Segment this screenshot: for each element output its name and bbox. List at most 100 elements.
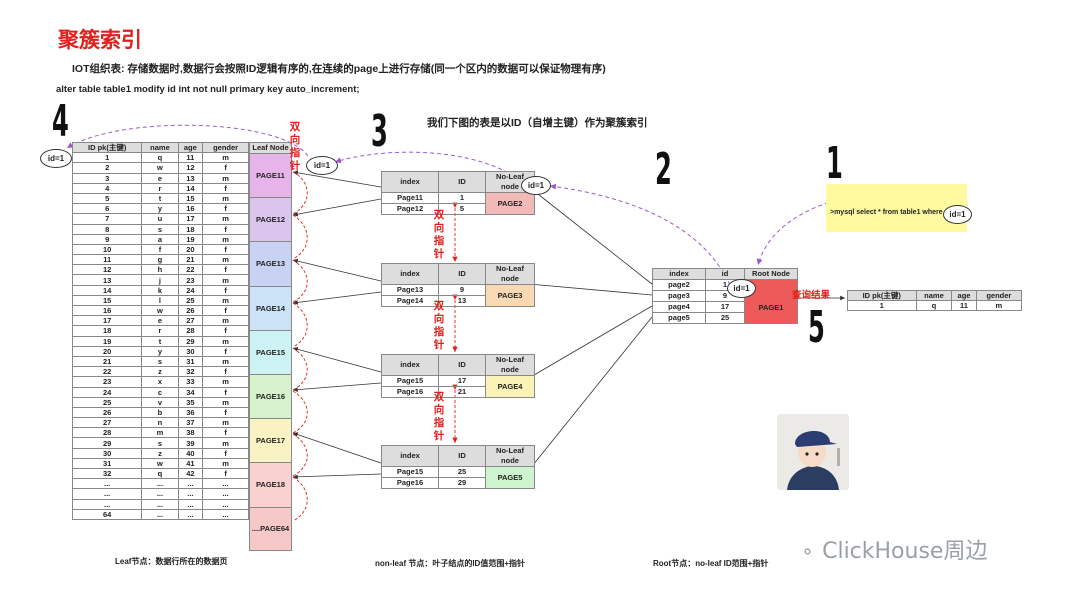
watermark: ⚬ ClickHouse周边 [800, 533, 987, 565]
table-cell: 10 [71, 243, 143, 256]
table-cell: 29 [438, 477, 486, 489]
id-marker: id=1 [521, 176, 551, 195]
nonleaf-page: PAGE5 [485, 466, 535, 489]
table-cell: 19 [71, 335, 143, 347]
table-cell: m [202, 192, 249, 205]
table-cell: 64 [71, 508, 143, 520]
table-cell: q [141, 467, 179, 480]
leaf-footer: Leaf节点：数据行所在的数据页 [115, 557, 228, 566]
table-cell: l [141, 294, 179, 307]
table-cell: m [141, 427, 179, 439]
table-cell: e [141, 172, 179, 184]
id-marker: id=1 [943, 205, 972, 224]
table-cell: 23 [177, 274, 204, 286]
table-cell: m [202, 172, 249, 184]
table-cell: b [141, 406, 179, 419]
table-cell: 12 [71, 264, 143, 276]
table-cell: g [141, 254, 179, 266]
table-cell: 32 [177, 366, 204, 378]
table-cell: ... [141, 478, 179, 490]
nonleaf-column-header: ID [438, 171, 486, 193]
leaf-link-arc [292, 347, 308, 391]
table-cell: f [202, 325, 249, 337]
step-number: 1 [826, 138, 843, 189]
table-cell: 2 [71, 162, 143, 174]
nonleaf-column-header: index [381, 445, 439, 467]
table-cell: z [141, 447, 179, 459]
nonleaf-column-header: ID [438, 263, 486, 285]
table-cell: Page15 [381, 466, 439, 478]
table-cell: ... [177, 488, 204, 500]
table-cell: 37 [177, 417, 204, 429]
table-cell: n [141, 417, 179, 429]
table-cell: m [202, 274, 249, 286]
table-cell: 21 [71, 355, 143, 368]
leaf-page: PAGE15 [249, 330, 292, 375]
table-cell: 8 [71, 223, 143, 235]
table-cell: m [202, 213, 249, 225]
table-cell: Page16 [381, 386, 439, 398]
table-cell: 21 [177, 254, 204, 266]
result-column-header: gender [975, 289, 1023, 302]
table-cell: w [141, 162, 179, 174]
leaf-link-arc [292, 302, 308, 348]
table-cell: f [202, 264, 249, 276]
table-cell: 15 [71, 294, 143, 307]
pointer-line [292, 198, 382, 217]
step-number: 2 [655, 144, 672, 195]
table-cell: f [202, 386, 249, 398]
table-cell: f [202, 182, 249, 194]
table-cell: ... [177, 498, 204, 510]
nonleaf-page: PAGE4 [485, 375, 535, 398]
bidirectional-label: 双向指针 [289, 121, 301, 172]
table-cell: ... [177, 478, 204, 490]
table-cell: 25 [177, 294, 204, 307]
table-cell: 3 [71, 172, 143, 184]
table-cell: e [141, 315, 179, 327]
table-cell: 19 [177, 233, 204, 245]
table-cell: ... [202, 488, 249, 500]
table-cell: 32 [71, 467, 143, 480]
leaf-link-arc [292, 259, 308, 303]
table-cell: 20 [71, 345, 143, 357]
nonleaf-column-header: index [381, 354, 439, 376]
table-cell: f [141, 243, 179, 256]
table-cell: 21 [438, 386, 486, 398]
table-cell: m [202, 376, 249, 388]
table-cell: ... [71, 498, 143, 510]
table-cell: m [202, 315, 249, 327]
table-cell: ... [71, 478, 143, 490]
leaf-link-arc [292, 171, 308, 215]
table-cell: 17 [438, 375, 486, 387]
table-cell: 17 [71, 315, 143, 327]
table-cell: 6 [71, 203, 143, 215]
result-column-header: ID pk(主键) [847, 289, 917, 302]
table-cell: m [202, 417, 249, 429]
leaf-link-arc [292, 390, 308, 434]
table-cell: 26 [71, 406, 143, 419]
leaf-page: PAGE18 [249, 462, 292, 508]
table-cell: 14 [71, 284, 143, 296]
table-cell: 5 [438, 203, 486, 215]
table-cell: 17 [705, 301, 745, 313]
table-cell: ... [71, 488, 143, 500]
table-cell: page3 [652, 290, 706, 302]
